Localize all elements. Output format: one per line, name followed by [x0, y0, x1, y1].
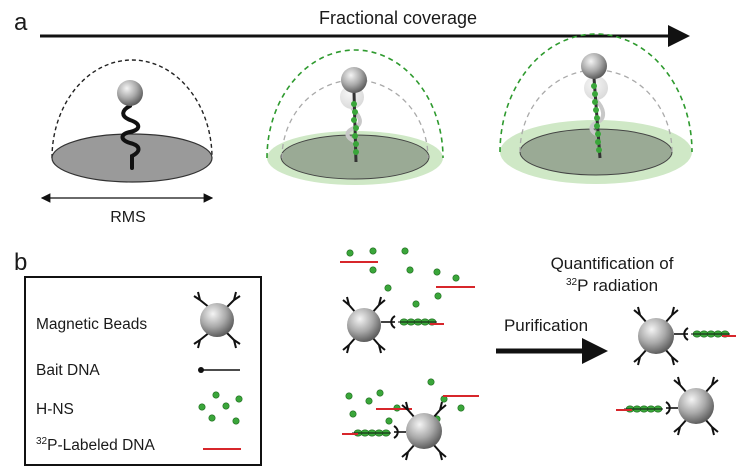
- fractional-coverage-label: Fractional coverage: [319, 8, 477, 28]
- mixture-bead-1: [342, 296, 444, 354]
- legend-bait-label: Bait DNA: [36, 362, 100, 379]
- panel-b-label: b: [14, 249, 27, 276]
- quantification-label-line1: Quantification of: [551, 254, 674, 273]
- hemisphere-2: [266, 49, 444, 185]
- quantification-label-line2: 32P radiation: [566, 276, 658, 295]
- panel-a-label: a: [14, 9, 28, 36]
- legend-hns-icon: [198, 391, 243, 425]
- legend-bait-dna-icon: [198, 367, 240, 373]
- purification-label: Purification: [504, 316, 588, 335]
- purified-bead-1: [633, 306, 736, 366]
- hemisphere-1: [51, 59, 213, 183]
- legend-bead-icon: [193, 291, 241, 349]
- legend-box: Magnetic Beads Bait DNA H-NS 32P-Labeled…: [24, 276, 262, 466]
- hns-coated-dna-2: [351, 91, 359, 163]
- dna-coil-1: [120, 104, 141, 170]
- mixture-bead-2: [342, 401, 447, 461]
- bead-1: [117, 80, 143, 106]
- rms-label: RMS: [110, 209, 146, 226]
- legend-beads-label: Magnetic Beads: [36, 316, 147, 333]
- hemisphere-3: [499, 33, 693, 184]
- legend-labeled-dna-label: 32P-Labeled DNA: [36, 436, 155, 454]
- legend-hns-label: H-NS: [36, 401, 74, 418]
- fractional-coverage-arrow: [40, 25, 690, 47]
- purified-bead-2: [616, 376, 719, 436]
- hns-coated-dna-3: [591, 77, 602, 159]
- bead-2: [341, 67, 367, 93]
- bead-3: [581, 53, 607, 79]
- purification-arrow: [496, 338, 608, 364]
